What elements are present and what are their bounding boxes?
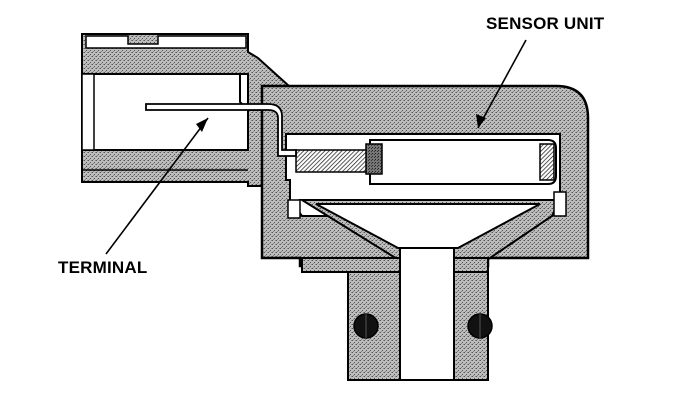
sensor-unit-arrowhead — [476, 114, 486, 128]
sensor-element-cap — [539, 143, 555, 181]
connector-face-panel — [81, 73, 95, 151]
port-stem-collar — [301, 257, 489, 273]
connector-cavity — [81, 73, 249, 151]
sensor-unit-label: SENSOR UNIT — [486, 14, 605, 33]
chamber-lip-right — [553, 191, 567, 217]
sensor-lead-bundle — [295, 149, 373, 173]
sensor-unit-element — [369, 139, 557, 185]
sensor-unit-leader — [477, 39, 527, 129]
terminal-label: TERMINAL — [58, 258, 148, 277]
terminal-arrowhead — [196, 118, 208, 132]
terminal-pin — [145, 103, 297, 157]
connector-rib — [85, 35, 247, 49]
port-bore — [399, 247, 455, 381]
terminal-leader — [105, 117, 209, 255]
chamber-lip-left — [287, 199, 301, 219]
sensor-lead-cap — [365, 143, 383, 175]
port-throat — [315, 203, 541, 249]
